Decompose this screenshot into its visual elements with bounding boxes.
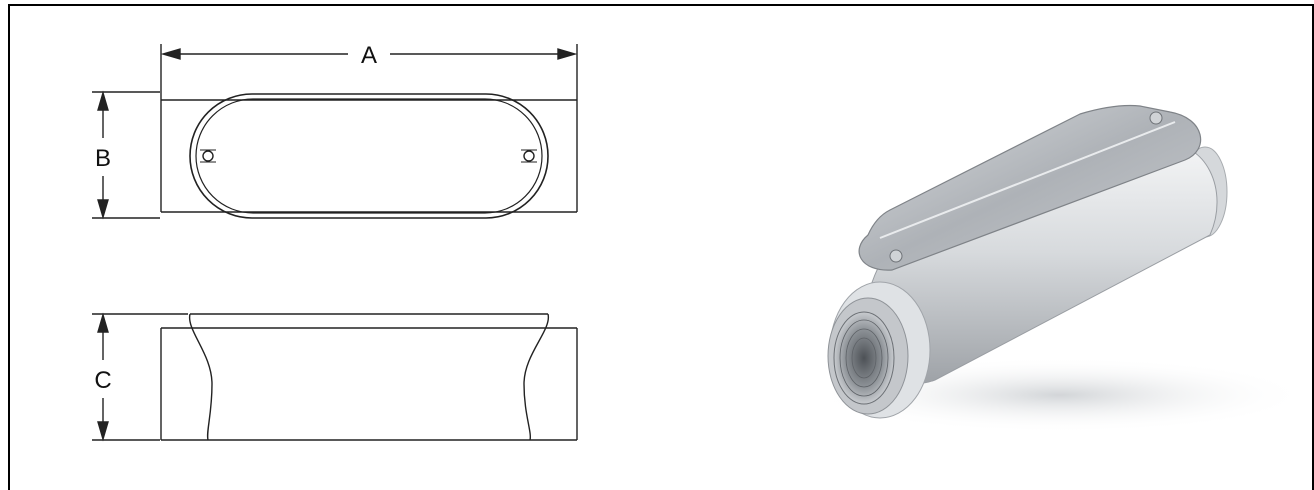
side-view-drawing <box>92 312 578 442</box>
hub-curve-right <box>523 313 549 441</box>
screw-right <box>523 150 535 162</box>
cover-outline <box>189 93 549 219</box>
dimension-label-a: A <box>361 42 377 69</box>
top-view-drawing <box>92 44 578 220</box>
dimension-a-arrow-left <box>160 48 181 60</box>
cover-screw-front <box>889 249 903 263</box>
hub-curve-left <box>188 313 213 441</box>
screw-left <box>202 150 214 162</box>
dimension-label-c: C <box>94 367 111 394</box>
conduit-body-icon <box>810 104 1310 433</box>
dimension-label-b: B <box>95 145 111 172</box>
dimension-a-arrow-right <box>557 48 578 60</box>
cover-screw-back <box>1149 111 1163 125</box>
figure-frame <box>8 4 1314 490</box>
threaded-hub-opening <box>833 311 895 405</box>
